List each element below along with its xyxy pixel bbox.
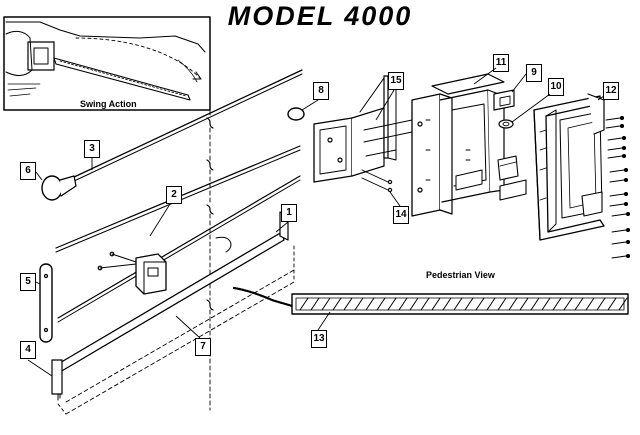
callout-1: 1 [281,204,297,222]
inset-caption: Swing Action [80,99,137,109]
stripe [574,297,584,311]
bumper-pad [287,107,305,121]
stripe [442,297,452,311]
mounting-frame [411,73,505,217]
bolt-head [625,253,631,259]
bolt-head [621,153,627,159]
mounting-bolts [605,115,631,259]
stripe [310,297,320,311]
callout-11: 11 [493,54,509,72]
latch-hardware [493,89,527,201]
bolt [611,213,627,217]
stripe [541,297,551,311]
bolt-head [623,177,629,183]
bolt-head [625,227,631,233]
bolt [611,241,627,245]
callout-14: 14 [393,206,409,224]
stripe [552,297,562,311]
stripe [585,297,595,311]
stripe [365,297,375,311]
bolt [605,117,621,121]
stripe [519,297,529,311]
callout-6: 6 [20,162,36,180]
stripe [376,297,386,311]
stripe [607,297,617,311]
rear-bracket [533,93,605,241]
bolt [609,169,625,173]
swing-action-inset [3,16,211,111]
stripe [530,297,540,311]
callout-5: 5 [20,273,36,291]
bolt [611,255,627,259]
stripe [420,297,430,311]
bolt-head [623,201,629,207]
stripe [354,297,364,311]
bolt [609,193,625,197]
bolt-head [621,145,627,151]
stripe [398,297,408,311]
bolt [609,203,625,207]
callout-12: 12 [603,82,619,100]
bolt-head [619,123,625,129]
center-clamp [97,236,232,295]
stripe [486,297,496,311]
bolt [605,125,621,129]
callout-4: 4 [20,341,36,359]
pedestrian-bar [291,293,629,315]
bolt-head [621,135,627,141]
bolt-head [623,191,629,197]
stripe [431,297,441,311]
stripe [343,297,353,311]
stripe [508,297,518,311]
stripe [497,297,507,311]
bolt-head [623,167,629,173]
callout-15: 15 [388,72,404,90]
bolt [611,229,627,233]
callout-13: 13 [311,330,327,348]
callout-9: 9 [526,64,542,82]
stripe [618,297,628,311]
callout-7: 7 [195,338,211,356]
cable [232,286,294,308]
diagram-title: MODEL 4000 [227,1,413,31]
stripe [453,297,463,311]
stripe [475,297,485,311]
break-marks [206,117,214,311]
callout-8: 8 [313,82,329,100]
callout-3: 3 [84,140,100,158]
handle-knob [41,175,77,201]
bolt-head [625,239,631,245]
stripe [321,297,331,311]
stripe [387,297,397,311]
arm-bar [51,211,295,415]
callout-2: 2 [166,186,182,204]
stripe [563,297,573,311]
bolt [607,137,623,141]
stripe [596,297,606,311]
callout-10: 10 [548,78,564,96]
bolt [609,179,625,183]
end-plate [39,263,53,343]
bolt [607,147,623,151]
bolt [607,155,623,159]
stripe [409,297,419,311]
stripe [332,297,342,311]
pedestrian-caption: Pedestrian View [426,270,495,280]
bolt-head [625,211,631,217]
bolt-head [619,115,625,121]
stripe [299,297,309,311]
stripe [464,297,474,311]
